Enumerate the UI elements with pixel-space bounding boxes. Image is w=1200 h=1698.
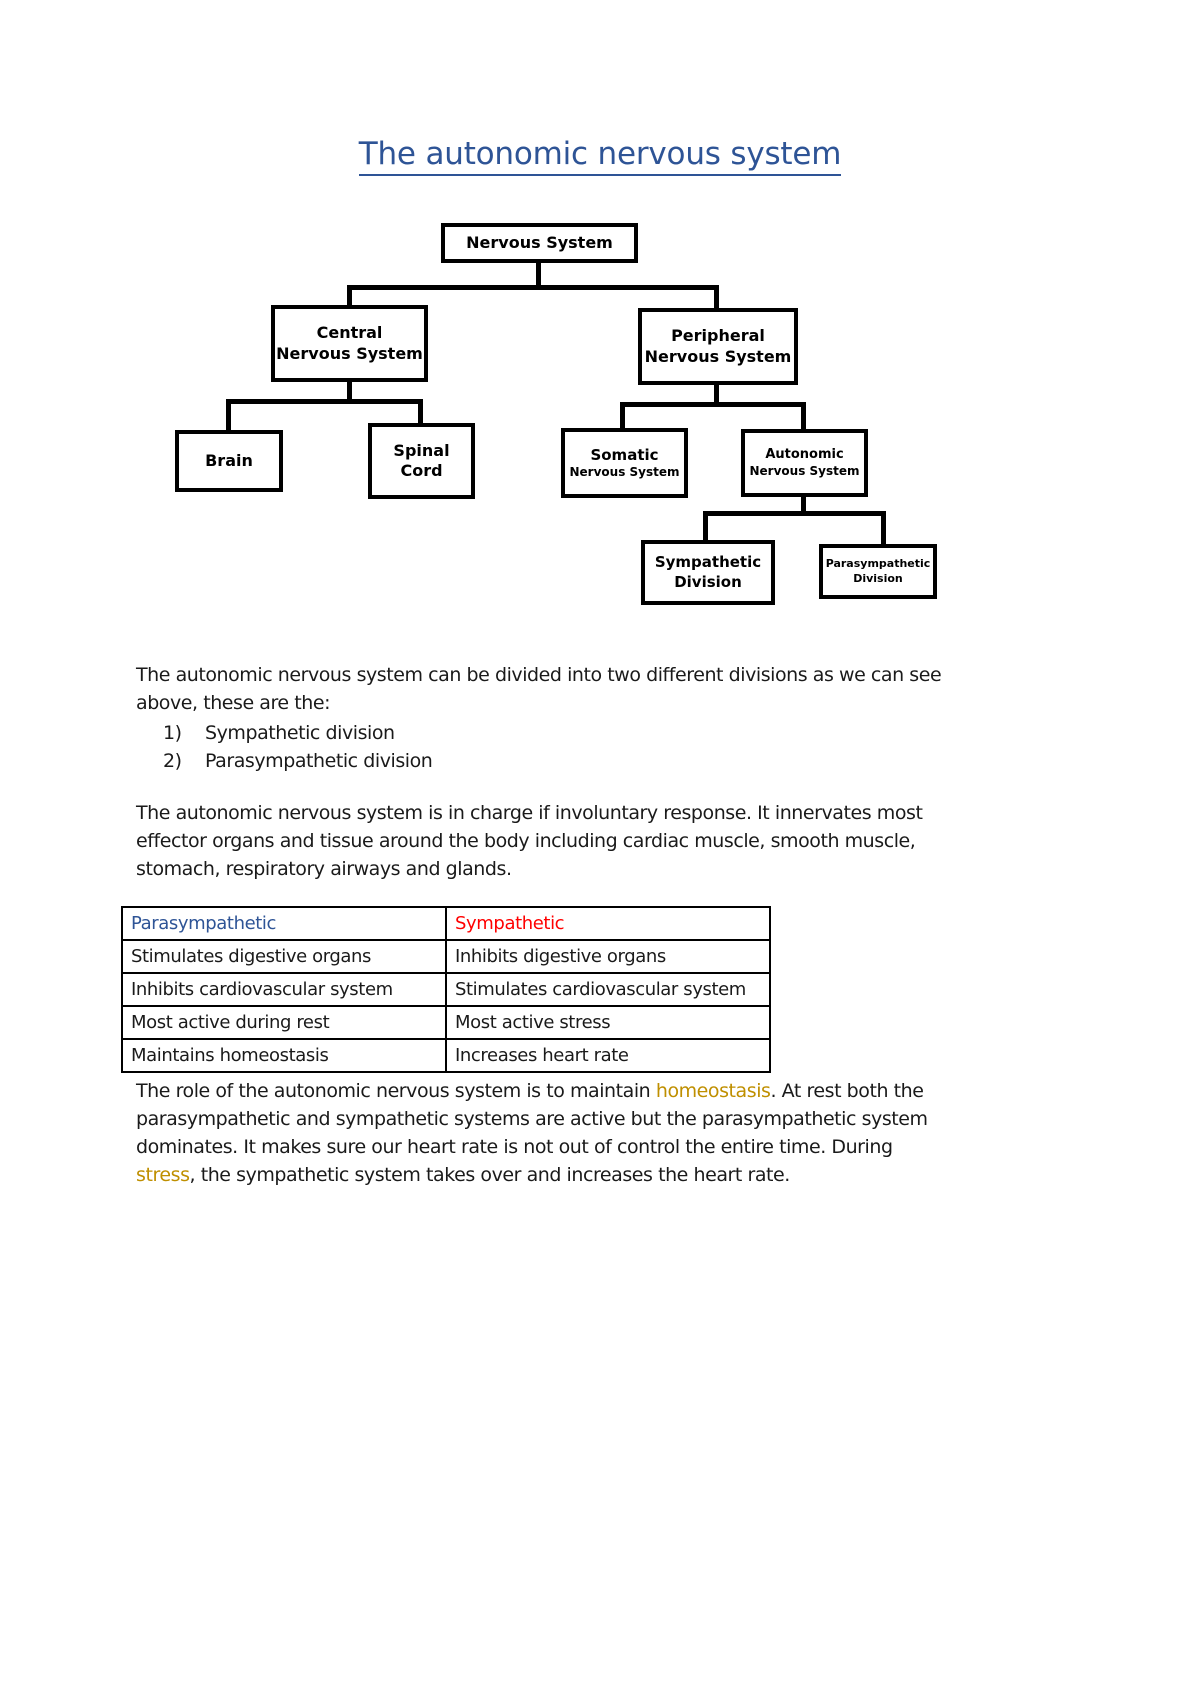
connector-to-central	[347, 285, 352, 307]
table-row: Inhibits cardiovascular system Stimulate…	[121, 972, 771, 1007]
table-cell-sympathetic: Inhibits digestive organs	[445, 939, 771, 974]
paragraph-role: The role of the autonomic nervous system…	[136, 1078, 946, 1190]
table-header-parasympathetic: Parasympathetic	[121, 906, 447, 941]
table-cell-parasympathetic: Most active during rest	[121, 1005, 447, 1040]
list-item-label: Parasympathetic division	[205, 749, 433, 772]
node-label-line2: Nervous System	[569, 464, 680, 479]
table-header-sympathetic: Sympathetic	[445, 906, 771, 941]
table-cell-sympathetic: Stimulates cardiovascular system	[445, 972, 771, 1007]
connector-autonomic-stem	[801, 495, 806, 515]
connector-central-bus	[226, 399, 423, 404]
node-label-line1: Autonomic	[765, 447, 844, 462]
page-title-text: The autonomic nervous system	[358, 136, 841, 176]
paragraph-function: The autonomic nervous system is in charg…	[136, 802, 923, 880]
node-label-line1: Peripheral	[671, 326, 765, 346]
table-cell-parasympathetic: Inhibits cardiovascular system	[121, 972, 447, 1007]
connector-root-stem	[536, 263, 541, 289]
diagram-node-brain: Brain	[175, 430, 283, 492]
connector-root-bus	[347, 285, 719, 290]
list-item-number: 1)	[163, 722, 182, 744]
table-cell-parasympathetic: Maintains homeostasis	[121, 1038, 447, 1073]
nervous-system-diagram: Nervous System Central Nervous System Pe…	[0, 200, 1200, 630]
connector-autonomic-bus	[703, 511, 886, 516]
table-cell-parasympathetic: Stimulates digestive organs	[121, 939, 447, 974]
node-label-line1: Brain	[205, 450, 253, 470]
diagram-node-central-nervous-system: Central Nervous System	[271, 305, 428, 382]
table-row: Most active during rest Most active stre…	[121, 1005, 771, 1040]
list-item: 1) Sympathetic division	[163, 720, 863, 748]
diagram-node-nervous-system: Nervous System	[441, 223, 638, 263]
connector-peripheral-stem	[714, 384, 719, 406]
connector-to-spinal	[418, 399, 423, 425]
node-label-line1: Central	[316, 323, 383, 343]
node-label-line1: Somatic	[590, 445, 659, 464]
node-label-line2: Cord	[400, 461, 443, 480]
node-label-line1: Sympathetic	[654, 553, 762, 572]
division-list: 1) Sympathetic division 2) Parasympathet…	[163, 720, 863, 776]
connector-to-brain	[226, 399, 231, 432]
connector-central-stem	[347, 381, 352, 403]
connector-to-peripheral	[714, 285, 719, 310]
diagram-node-peripheral-nervous-system: Peripheral Nervous System	[638, 308, 798, 385]
connector-peripheral-bus	[620, 402, 806, 407]
paragraph-intro: The autonomic nervous system can be divi…	[136, 664, 942, 714]
connector-to-autonomic	[801, 402, 806, 431]
node-label-line1: Spinal	[393, 440, 450, 460]
table-cell-sympathetic: Most active stress	[445, 1005, 771, 1040]
node-label-line1: Parasympathetic	[825, 557, 931, 571]
diagram-node-somatic-nervous-system: Somatic Nervous System	[561, 428, 688, 498]
list-item-label: Sympathetic division	[205, 722, 395, 744]
diagram-node-sympathetic-division: Sympathetic Division	[641, 540, 775, 605]
diagram-node-spinal-cord: Spinal Cord	[368, 423, 475, 499]
list-item: 2) Parasympathetic division	[163, 748, 863, 776]
table-row: Maintains homeostasis Increases heart ra…	[121, 1038, 771, 1073]
table-header-row: Parasympathetic Sympathetic	[121, 906, 771, 941]
comparison-table: Parasympathetic Sympathetic Stimulates d…	[121, 906, 771, 1073]
connector-to-somatic	[620, 402, 625, 430]
node-label-line2: Nervous System	[276, 343, 423, 363]
highlight-stress: stress	[136, 1163, 190, 1186]
table-row: Stimulates digestive organs Inhibits dig…	[121, 939, 771, 974]
node-label-line1: Nervous System	[466, 232, 613, 252]
paragraph-role-part2: . At rest both the parasympathetic and s…	[136, 1080, 928, 1158]
node-label-line2: Nervous System	[644, 346, 792, 366]
list-item-number: 2)	[163, 749, 182, 772]
connector-to-sympathetic	[703, 511, 708, 542]
diagram-node-autonomic-nervous-system: Autonomic Nervous System	[741, 429, 868, 497]
page-title: The autonomic nervous system	[0, 136, 1200, 176]
paragraph-role-part3: , the sympathetic system takes over and …	[189, 1163, 791, 1186]
highlight-homeostasis: homeostasis	[655, 1080, 771, 1102]
connector-to-parasympathetic	[881, 511, 886, 546]
node-label-line2: Division	[853, 571, 903, 585]
table-cell-sympathetic: Increases heart rate	[445, 1038, 771, 1073]
paragraph-role-part1: The role of the autonomic nervous system…	[136, 1080, 656, 1102]
node-label-line2: Division	[674, 572, 742, 591]
diagram-node-parasympathetic-division: Parasympathetic Division	[819, 544, 937, 599]
node-label-line2: Nervous System	[749, 463, 860, 478]
